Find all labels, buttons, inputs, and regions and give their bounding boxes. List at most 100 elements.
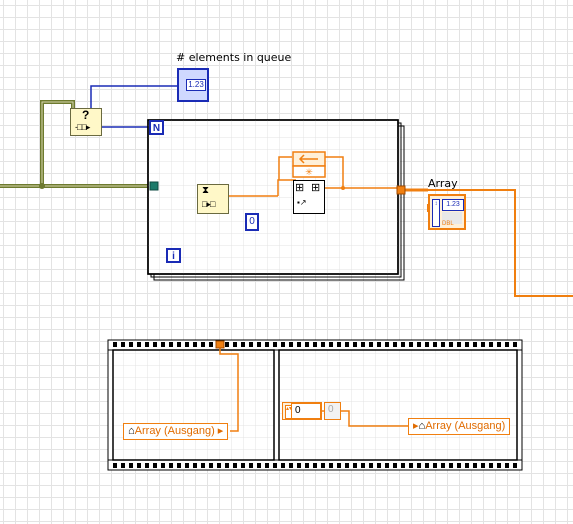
film-hole: [177, 463, 181, 468]
film-hole: [401, 463, 405, 468]
film-hole: [449, 463, 453, 468]
array-index-display: ↕: [432, 199, 440, 227]
dbl-array-constant[interactable]: ▴▾ 0: [282, 402, 322, 420]
film-hole: [273, 342, 277, 347]
get-queue-status-node[interactable]: ? -□□▸: [70, 108, 102, 136]
film-hole: [441, 342, 445, 347]
film-hole: [281, 463, 285, 468]
film-hole: [289, 463, 293, 468]
film-hole: [361, 342, 365, 347]
loop-iteration-terminal[interactable]: i: [166, 248, 181, 263]
array-grid-icon: ⊞: [311, 182, 321, 194]
film-hole: [121, 463, 125, 468]
for-loop[interactable]: [147, 119, 405, 281]
film-hole: [393, 463, 397, 468]
film-hole: [249, 342, 253, 347]
film-hole: [465, 463, 469, 468]
film-hole: [201, 463, 205, 468]
film-hole: [241, 463, 245, 468]
film-hole: [313, 463, 317, 468]
film-hole: [169, 342, 173, 347]
index-constant[interactable]: 0: [245, 213, 259, 231]
hourglass-icon: ⧗: [202, 185, 210, 196]
array-element-display: [442, 212, 462, 224]
queue-count-indicator[interactable]: 1.23: [177, 68, 209, 102]
film-hole: [369, 342, 373, 347]
film-hole: [161, 463, 165, 468]
film-hole: [353, 463, 357, 468]
film-hole: [505, 463, 509, 468]
film-hole: [233, 463, 237, 468]
film-hole: [281, 342, 285, 347]
film-hole: [145, 463, 149, 468]
film-hole: [377, 342, 381, 347]
film-hole: [257, 342, 261, 347]
film-hole: [425, 463, 429, 468]
film-hole: [361, 463, 365, 468]
dbl-array-constant-value: 0: [291, 403, 321, 419]
film-hole: [481, 342, 485, 347]
sequence-frames: [112, 349, 518, 461]
film-hole: [145, 342, 149, 347]
queue-count-label: # elements in queue: [176, 51, 292, 64]
film-hole: [305, 463, 309, 468]
film-hole: [185, 463, 189, 468]
house-icon: ⌂: [128, 425, 135, 437]
film-hole: [161, 342, 165, 347]
feedback-node[interactable]: ✳: [292, 151, 326, 178]
film-hole: [217, 463, 221, 468]
film-hole: [297, 463, 301, 468]
film-hole: [257, 463, 261, 468]
film-hole: [129, 342, 133, 347]
film-hole: [353, 342, 357, 347]
film-hole: [457, 463, 461, 468]
film-hole: [265, 463, 269, 468]
array-output-tunnel: [396, 185, 406, 195]
array-grid-icon: ⊞: [295, 182, 305, 194]
local-variable-array-ausgang-right[interactable]: ▸⌂Array (Ausgang): [408, 418, 511, 435]
film-hole: [441, 463, 445, 468]
film-hole: [177, 342, 181, 347]
replace-array-subset-node[interactable]: ⊞ ⊞ ▪↗: [293, 180, 325, 214]
film-hole: [225, 342, 229, 347]
local-variable-array-ausgang-left[interactable]: ⌂Array (Ausgang) ▸: [123, 423, 229, 440]
film-hole: [337, 342, 341, 347]
film-hole: [193, 342, 197, 347]
array-indicator[interactable]: ↕ 1.23 DBL: [428, 194, 466, 230]
film-hole: [265, 342, 269, 347]
array-element-type: 1.23: [442, 199, 464, 211]
film-hole: [377, 463, 381, 468]
film-hole: [209, 342, 213, 347]
sequence-film-holes-top: [113, 342, 517, 347]
dequeue-element-node[interactable]: ⧗ □▸□: [197, 184, 229, 214]
film-hole: [385, 463, 389, 468]
queue-icon: -□□▸: [75, 122, 90, 132]
dbl-array-constant-empty[interactable]: 0: [324, 402, 341, 420]
sequence-tunnel: [215, 340, 225, 349]
local-variable-label: Array (Ausgang): [425, 420, 506, 432]
array-dbl-tag: DBL: [442, 221, 454, 227]
film-hole: [153, 342, 157, 347]
loop-count-terminal[interactable]: N: [149, 120, 164, 135]
film-hole: [313, 342, 317, 347]
film-hole: [329, 342, 333, 347]
film-hole: [233, 342, 237, 347]
film-hole: [153, 463, 157, 468]
film-hole: [337, 463, 341, 468]
film-hole: [433, 342, 437, 347]
question-icon: ?: [82, 108, 90, 122]
film-hole: [169, 463, 173, 468]
film-hole: [273, 463, 277, 468]
film-hole: [417, 463, 421, 468]
film-hole: [417, 342, 421, 347]
local-variable-label: Array (Ausgang): [134, 425, 215, 437]
film-hole: [209, 463, 213, 468]
film-hole: [121, 342, 125, 347]
film-hole: [113, 342, 117, 347]
film-hole: [305, 342, 309, 347]
film-hole: [409, 463, 413, 468]
film-hole: [241, 342, 245, 347]
film-hole: [345, 463, 349, 468]
insert-icon: ▪↗: [297, 198, 307, 207]
